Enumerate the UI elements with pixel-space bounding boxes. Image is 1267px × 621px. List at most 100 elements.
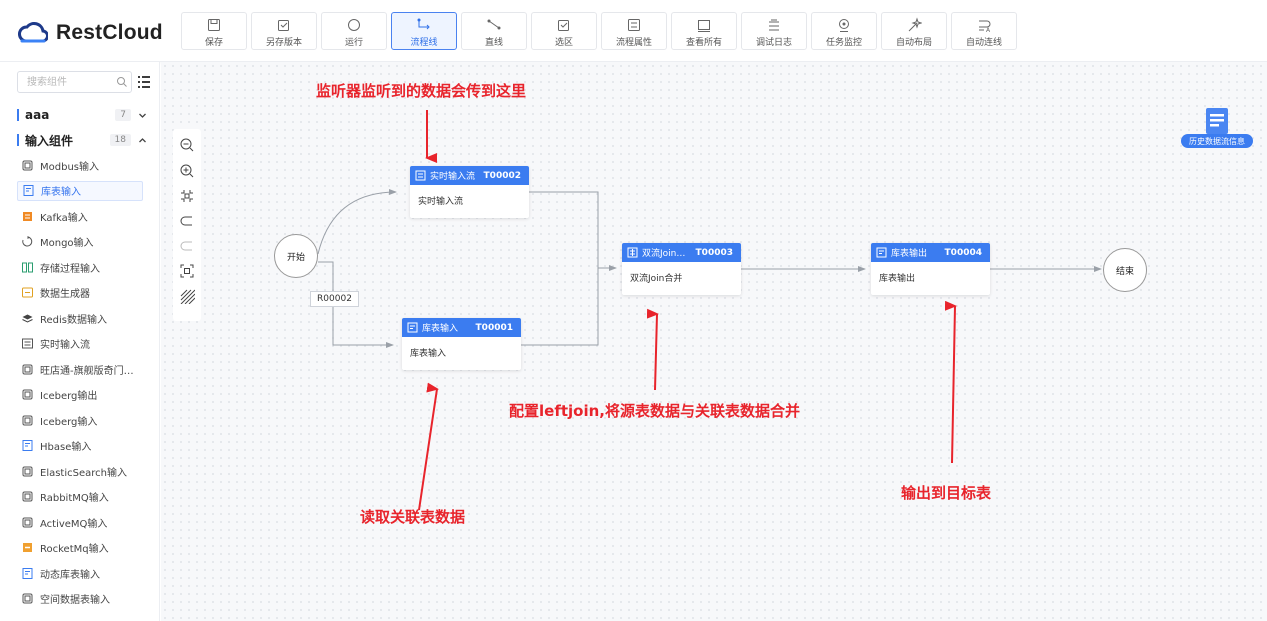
search-icon[interactable] [116, 76, 128, 88]
view-all-label: 查看所有 [685, 38, 722, 48]
list-view-icon[interactable] [137, 74, 151, 90]
view-all-button[interactable]: 查看所有 [671, 12, 737, 50]
edge-stream-to-join [529, 191, 617, 271]
flow-properties-button[interactable]: 流程属性 [601, 12, 667, 50]
node-title: 库表输出 [891, 249, 928, 259]
run-button[interactable]: 运行 [321, 12, 387, 50]
sidebar-item-label: Iceberg输入 [40, 416, 98, 428]
sidebar-item-label: Hbase输入 [40, 442, 92, 453]
sidebar-item[interactable]: RocketMq输入 [17, 538, 143, 558]
edge-label[interactable]: R00002 [310, 291, 359, 307]
sidebar-item[interactable]: Kafka输入 [17, 206, 143, 226]
actual-size-icon[interactable] [179, 263, 195, 279]
sidebar-item-label: ActiveMQ输入 [40, 518, 108, 530]
sidebar-item[interactable]: 动态库表输入 [17, 563, 143, 583]
table-input-icon [22, 440, 33, 451]
node-header: 双流Join… T00003 [622, 243, 741, 262]
sidebar-item[interactable]: 空间数据表输入 [17, 589, 143, 609]
sidebar-item[interactable]: 实时输入流 [17, 334, 143, 354]
table-input-icon [23, 185, 34, 196]
zoom-out-icon[interactable] [179, 137, 195, 153]
debug-log-button[interactable]: 调试日志 [741, 12, 807, 50]
node-body: 双流Join合并 [630, 274, 683, 284]
rocketmq-icon [23, 543, 32, 552]
straight-line-label: 直线 [484, 38, 503, 48]
flow-canvas[interactable]: 开始 结束 R00002 实时输入流 T00002 实时输入流 库表输入 T00… [161, 62, 1267, 621]
sidebar-item-label: Kafka输入 [40, 212, 88, 224]
top-toolbar: RestCloud 保存 另存版本 运行 流程线 直线 选区 流程属性 [0, 0, 1267, 62]
sidebar-item[interactable]: 库表输入 [17, 180, 143, 201]
select-area-label: 选区 [554, 38, 573, 48]
group-marker [17, 109, 19, 121]
table-input-icon [22, 567, 33, 579]
sidebar-item-label: Iceberg输出 [40, 391, 98, 402]
sidebar-item[interactable]: Redis数据输入 [17, 308, 143, 328]
group-input-components[interactable]: 输入组件 18 [17, 131, 147, 149]
save-as-version-button[interactable]: 另存版本 [251, 12, 317, 50]
group-aaa[interactable]: aaa 7 [17, 106, 147, 124]
save-button[interactable]: 保存 [181, 12, 247, 50]
history-dataflow-button[interactable]: 历史数据流信息 [1181, 106, 1253, 154]
fit-view-icon[interactable] [179, 188, 195, 204]
plug-icon [22, 389, 33, 400]
select-area-button[interactable]: 选区 [531, 12, 597, 50]
redo-icon[interactable] [179, 238, 195, 254]
straight-line-button[interactable]: 直线 [461, 12, 527, 50]
node-title: 库表输入 [422, 324, 459, 334]
annotation-join: 配置leftjoin,将源表数据与关联表数据合并 [509, 402, 800, 420]
node-stream-join[interactable]: 双流Join… T00003 双流Join合并 [622, 243, 741, 295]
auto-layout-button[interactable]: 自动布局 [881, 12, 947, 50]
mongo-icon [22, 236, 33, 247]
node-header: 库表输入 T00001 [402, 318, 521, 337]
flow-line-label: 流程线 [410, 38, 438, 48]
table-output-icon [876, 247, 887, 258]
sidebar-item-label: 实时输入流 [40, 340, 90, 351]
annotation-arrow-join [646, 308, 659, 391]
sidebar-item[interactable]: Hbase输入 [17, 436, 143, 456]
flow-properties-icon [628, 19, 640, 31]
save-label: 保存 [204, 38, 223, 48]
sidebar-item-label: 动态库表输入 [40, 569, 100, 581]
sidebar-item[interactable]: ActiveMQ输入 [17, 512, 143, 532]
chevron-down-icon[interactable] [138, 111, 147, 120]
flow-line-button[interactable]: 流程线 [391, 12, 457, 50]
stream-icon [415, 170, 426, 181]
sidebar-item[interactable]: RabbitMQ输入 [17, 487, 143, 507]
sidebar-item[interactable]: Modbus输入 [17, 155, 143, 175]
procedure-icon [22, 262, 33, 272]
node-table-output[interactable]: 库表输出 T00004 库表输出 [871, 243, 990, 295]
node-header: 实时输入流 T00002 [410, 166, 529, 185]
start-label: 开始 [286, 252, 305, 263]
group-marker [17, 134, 19, 146]
node-title: 实时输入流 [430, 172, 476, 182]
node-stream-input[interactable]: 实时输入流 T00002 实时输入流 [410, 166, 529, 218]
start-node[interactable]: 开始 [274, 234, 318, 278]
node-table-input[interactable]: 库表输入 T00001 库表输入 [402, 318, 521, 370]
undo-icon[interactable] [179, 213, 195, 229]
grid-toggle-icon[interactable] [179, 288, 195, 304]
sidebar-item[interactable]: 存储过程输入 [17, 257, 143, 277]
flow-line-icon [417, 18, 430, 30]
component-search-input[interactable] [17, 71, 132, 93]
sidebar-item[interactable]: Iceberg输出 [17, 385, 143, 405]
view-all-icon [698, 20, 710, 32]
sidebar-item[interactable]: ElasticSearch输入 [17, 461, 143, 481]
edge-table-input-to-join [521, 268, 599, 346]
sidebar-item-label: 库表输入 [41, 187, 81, 198]
select-area-icon [558, 20, 569, 31]
sidebar-item[interactable]: Iceberg输入 [17, 410, 143, 430]
chevron-up-icon[interactable] [138, 136, 147, 145]
sidebar-item[interactable]: 数据生成器 [17, 283, 143, 303]
sidebar-item-label: Redis数据输入 [40, 314, 107, 326]
sidebar-item[interactable]: Mongo输入 [17, 232, 143, 252]
end-node[interactable]: 结束 [1103, 248, 1147, 292]
task-monitor-icon [839, 19, 849, 32]
task-monitor-button[interactable]: 任务监控 [811, 12, 877, 50]
zoom-in-icon[interactable] [179, 163, 195, 179]
sidebar-item[interactable]: 旺店通-旗舰版奇门… [17, 359, 143, 379]
sidebar-item-label: RabbitMQ输入 [40, 493, 109, 504]
node-header: 库表输出 T00004 [871, 243, 990, 262]
auto-connect-button[interactable]: A 自动连线 [951, 12, 1017, 50]
